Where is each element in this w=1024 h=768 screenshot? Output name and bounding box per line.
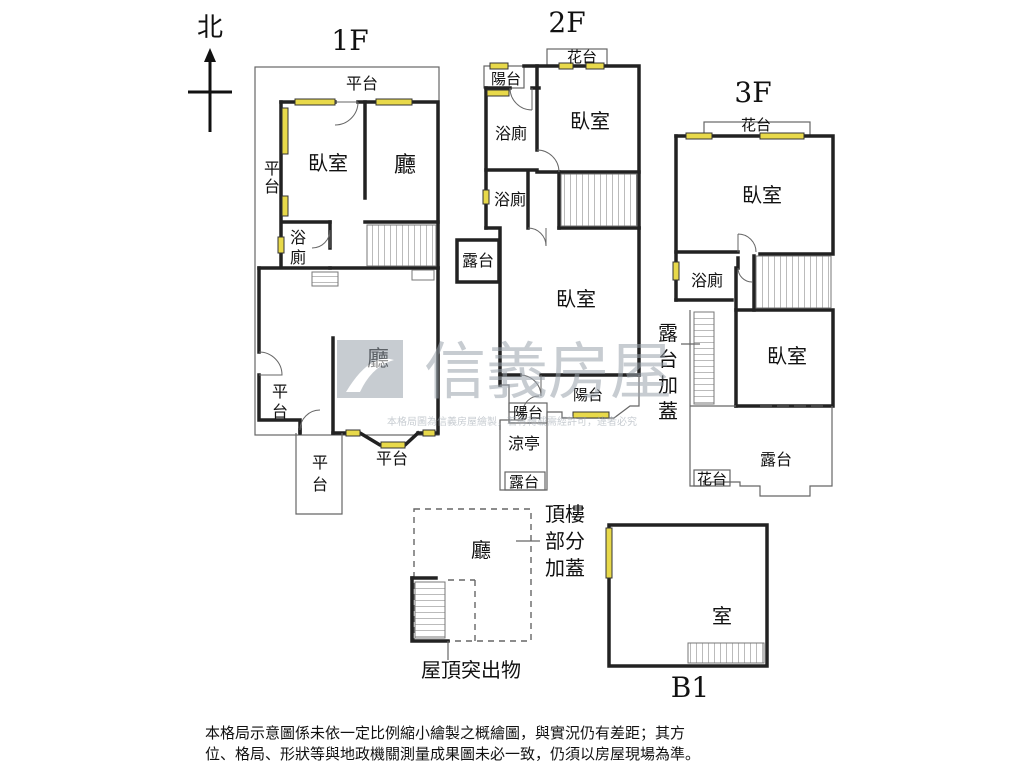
- floor-b1-plan: [605, 523, 769, 668]
- floor-label-b1: B1: [671, 671, 709, 704]
- disclaimer: 本格局示意圖係未依一定比例縮小繪製之概繪圖，與實況仍有差距；其方 位、格局、形狀…: [205, 723, 825, 765]
- floor-label-2f: 2F: [548, 6, 585, 39]
- north-label: 北: [197, 13, 223, 43]
- floor-1f-plan: [254, 66, 440, 515]
- f1-terrace-bottom: 平台: [376, 449, 408, 468]
- f2-bedroom-main: 臥室: [556, 287, 596, 311]
- floor-3f-plan: [672, 121, 835, 497]
- roof-living: 廳: [471, 538, 491, 562]
- f3-bedroom-top: 臥室: [742, 183, 782, 207]
- f3-deck-addition-2: 台: [658, 347, 678, 371]
- f2-balcony-small: 陽台: [513, 404, 543, 422]
- f3-bath: 浴廁: [691, 271, 723, 290]
- f2-bath-top: 浴廁: [495, 124, 527, 143]
- f1-terrace-front-text: 平台: [311, 453, 328, 494]
- f3-planter-top: 花台: [741, 116, 771, 134]
- floor-2f-plan: [455, 48, 641, 491]
- f2-deck-left: 露台: [462, 251, 494, 270]
- f1-terrace-top: 平台: [346, 74, 378, 93]
- disclaimer-line-2: 位、格局、形狀等與地政機關測量成果圖未必一致，仍須以房屋現場為準。: [205, 745, 701, 763]
- roof-addition-1: 頂樓: [545, 502, 585, 526]
- f1-terrace-left-text: 平台: [263, 159, 280, 196]
- roof-addition-3: 加蓋: [545, 556, 585, 580]
- roof-protrusion: 屋頂突出物: [421, 658, 521, 682]
- watermark-tagline: 本格局圖為信義房屋繪製，若有轉載需經許可，違者必究: [387, 415, 637, 428]
- f1-bath-1: 浴: [290, 228, 306, 247]
- floor-label-3f: 3F: [734, 76, 771, 109]
- disclaimer-line-1: 本格局示意圖係未依一定比例縮小繪製之概繪圖，與實況仍有差距；其方: [205, 724, 686, 742]
- f2-pavilion: 涼亭: [508, 434, 540, 453]
- f3-deck-addition-4: 蓋: [658, 399, 678, 423]
- f2-bath-mid: 浴廁: [494, 190, 526, 209]
- f1-living-top: 廳: [394, 153, 416, 178]
- f2-deck-bottom: 露台: [509, 473, 539, 491]
- f3-planter-bottom: 花台: [697, 470, 727, 488]
- f3-deck-addition-1: 露: [658, 321, 678, 345]
- f1-bedroom: 臥室: [308, 151, 348, 175]
- floor-label-1f: 1F: [331, 24, 368, 57]
- f2-balcony-top: 陽台: [491, 70, 521, 88]
- roof-plan: [410, 508, 540, 660]
- f3-deck-addition-3: 加: [658, 373, 678, 397]
- roof-addition-2: 部分: [545, 529, 585, 553]
- b1-room: 室: [712, 604, 732, 628]
- f3-deck: 露台: [760, 450, 792, 469]
- f1-bath-2: 廁: [290, 248, 306, 267]
- f3-bedroom-mid: 臥室: [767, 344, 807, 368]
- north-compass: 北: [188, 13, 232, 132]
- watermark: 信義房屋 本格局圖為信義房屋繪製，若有轉載需經許可，違者必究: [337, 335, 672, 428]
- f2-planter: 花台: [567, 48, 597, 66]
- f2-bedroom-top: 臥室: [570, 109, 610, 133]
- f2-balcony-bottom: 陽台: [573, 386, 603, 404]
- watermark-brand: 信義房屋: [424, 335, 672, 408]
- f1-terrace-small-text: 平台: [271, 382, 288, 421]
